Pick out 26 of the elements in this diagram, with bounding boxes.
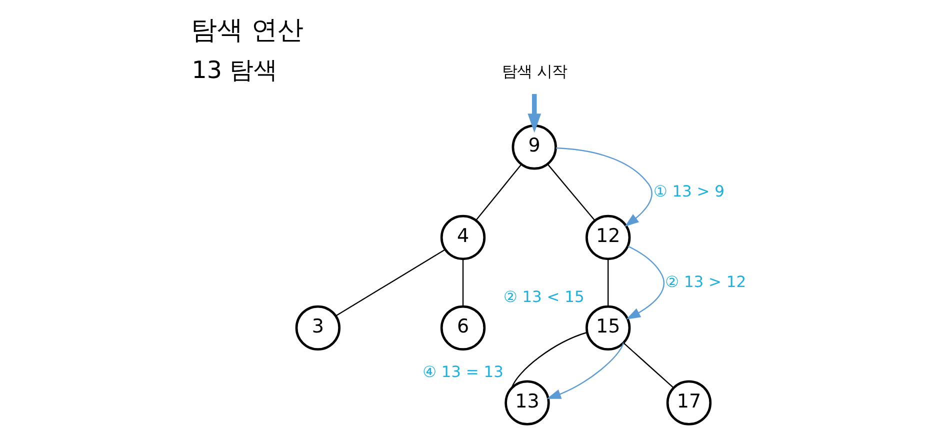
node-circle: 4 [440, 214, 486, 260]
connector [462, 259, 464, 306]
node-label: ② 13 < 15 [503, 288, 584, 306]
diagram-title: 탐색 연산 [191, 15, 304, 46]
edge-label: ② 13 > 12 [665, 272, 746, 291]
connector [511, 332, 588, 388]
connector [476, 164, 522, 221]
connector [623, 342, 674, 388]
connector [336, 249, 446, 316]
arrow [528, 94, 542, 133]
edge-label: ① 13 > 9 [653, 182, 724, 200]
node-label: ④ 13 = 13 [422, 363, 504, 382]
label: 13 탐색 [192, 56, 278, 84]
node-circle: 13 [504, 380, 550, 426]
node-circle: 9 [512, 124, 557, 170]
arrow [556, 147, 652, 227]
connector [608, 259, 609, 306]
node-circle: 17 [666, 380, 712, 426]
connector [547, 164, 595, 221]
node-circle: 3 [295, 305, 341, 350]
node-circle: 12 [586, 214, 631, 260]
node-circle: 6 [440, 305, 486, 350]
arrow [546, 342, 624, 399]
arrow [626, 246, 664, 320]
node-circle: 15 [586, 305, 631, 350]
node-text: 탐색 시작 [502, 62, 567, 80]
